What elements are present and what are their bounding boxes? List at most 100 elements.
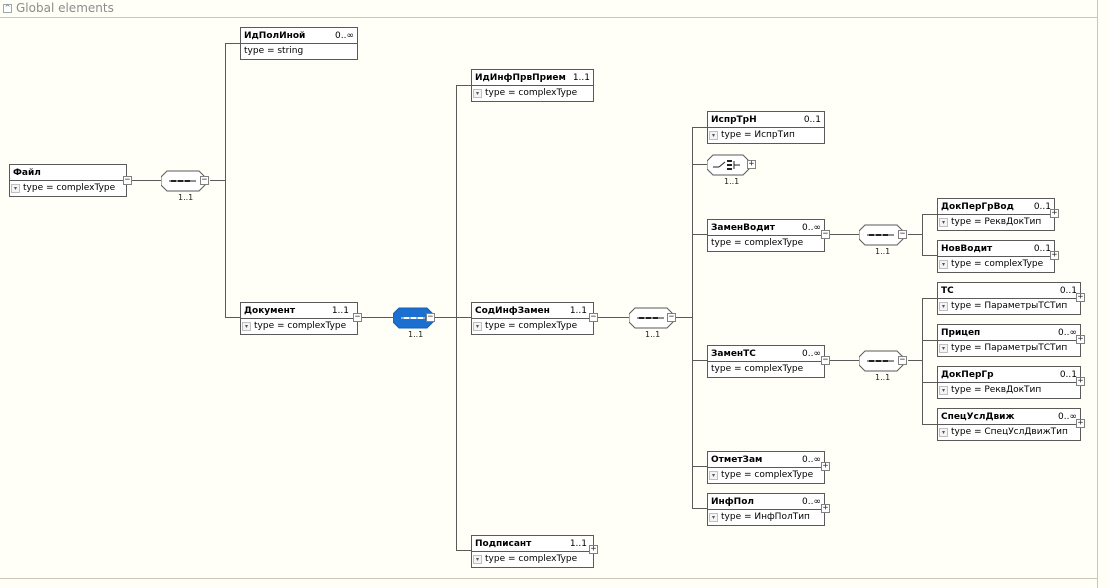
dropdown-icon[interactable]: ▾	[709, 471, 718, 480]
collapse-button-fajl[interactable]: −	[123, 175, 132, 185]
dropdown-icon[interactable]: ▾	[939, 218, 948, 227]
dropdown-icon[interactable]: ▾	[709, 131, 718, 140]
header-divider	[0, 17, 1097, 18]
element-name: ДокПерГрВод	[941, 202, 1014, 212]
element-zaments[interactable]: ЗаменТС 0..∞ type = complexType	[707, 345, 825, 378]
element-type: type = string	[244, 46, 304, 56]
element-fajl[interactable]: Файл ▾type = complexType	[9, 164, 127, 197]
element-type: type = РеквДокТип	[951, 217, 1042, 227]
frame-bottom-border	[0, 578, 1097, 579]
collapse-button-seq-zaments[interactable]: −	[898, 355, 907, 365]
element-name: ИдПолИной	[244, 31, 306, 41]
expand-button-pricep[interactable]: +	[1076, 334, 1085, 344]
dropdown-icon[interactable]: ▾	[473, 322, 482, 331]
expand-button-ts[interactable]: +	[1076, 292, 1085, 302]
element-type: type = ПараметрыТСТип	[951, 301, 1068, 311]
element-name: Прицеп	[941, 328, 981, 338]
element-name: СпецУслДвиж	[941, 412, 1015, 422]
element-name: Документ	[244, 306, 296, 316]
collapse-button-dokument[interactable]: −	[353, 312, 362, 322]
element-name: ИдИнфПрвПрием	[475, 73, 566, 83]
element-name: ИнфПол	[711, 497, 754, 507]
compositor-multiplicity: 1..1	[408, 330, 424, 339]
sequence-compositor-zaments[interactable]	[859, 350, 911, 372]
collapse-button-zamenvodit[interactable]: −	[821, 229, 830, 239]
element-cardinality: 0..∞	[1058, 328, 1077, 338]
element-type: type = complexType	[485, 554, 578, 564]
element-cardinality: 0..∞	[802, 223, 821, 233]
element-cardinality: 0..1	[1059, 286, 1077, 296]
section-title: Global elements	[16, 1, 114, 15]
element-cardinality: 0..∞	[802, 455, 821, 465]
element-name: ДокПерГр	[941, 370, 994, 380]
collapse-icon[interactable]: ^	[3, 3, 12, 13]
expand-button-infpol[interactable]: +	[821, 503, 830, 513]
element-cardinality: 0..∞	[1058, 412, 1077, 422]
element-type: type = СпецУслДвижТип	[951, 427, 1068, 437]
expand-button-dokpergr[interactable]: +	[1076, 376, 1085, 386]
expand-button-podpisant[interactable]: +	[589, 544, 598, 554]
compositor-multiplicity: 1..1	[178, 193, 194, 202]
expand-button-novvodit[interactable]: +	[1050, 250, 1059, 260]
expand-button-otmetzam[interactable]: +	[821, 461, 830, 471]
element-idpolinoy[interactable]: ИдПолИной 0..∞ type = string	[240, 27, 358, 60]
element-idinfprvpriem[interactable]: ИдИнфПрвПрием 1..1 ▾type = complexType	[471, 69, 594, 102]
element-type: type = РеквДокТип	[951, 385, 1042, 395]
sequence-compositor-zamenvodit[interactable]	[859, 224, 911, 246]
dropdown-icon[interactable]: ▾	[939, 428, 948, 437]
dropdown-icon[interactable]: ▾	[939, 302, 948, 311]
collapse-button-seq-sodinf[interactable]: −	[667, 312, 676, 322]
dropdown-icon[interactable]: ▾	[11, 184, 20, 193]
collapse-button-sodinfzamen[interactable]: −	[589, 312, 598, 322]
element-cardinality: 1..1	[572, 73, 590, 83]
collapse-button-zaments[interactable]: −	[821, 355, 830, 365]
element-name: ЗаменВодит	[711, 223, 775, 233]
sequence-compositor-root[interactable]	[161, 170, 213, 192]
element-name: Файл	[13, 168, 41, 178]
dropdown-icon[interactable]: ▾	[242, 322, 251, 331]
section-header[interactable]: ^ Global elements	[0, 0, 1097, 16]
collapse-button-seq-zamenvodit[interactable]: −	[898, 229, 907, 239]
collapse-button-seq-document[interactable]: −	[426, 312, 435, 322]
element-type: type = ПараметрыТСТип	[951, 343, 1068, 353]
element-type: type = complexType	[485, 88, 578, 98]
element-cardinality: 0..∞	[335, 31, 354, 41]
dropdown-icon[interactable]: ▾	[939, 386, 948, 395]
choice-compositor-icon[interactable]	[707, 154, 753, 176]
dropdown-icon[interactable]: ▾	[709, 513, 718, 522]
compositor-multiplicity: 1..1	[645, 330, 661, 339]
element-name: ЗаменТС	[711, 349, 756, 359]
dropdown-icon[interactable]: ▾	[939, 344, 948, 353]
dropdown-icon[interactable]: ▾	[473, 89, 482, 98]
sequence-compositor-document[interactable]	[393, 307, 435, 329]
expand-button-specusldvizh[interactable]: +	[1076, 418, 1085, 428]
element-name: Подписант	[475, 539, 532, 549]
collapse-button-seq-root[interactable]: −	[200, 175, 209, 185]
sequence-compositor-sodinfzamen[interactable]	[629, 307, 681, 329]
dropdown-icon[interactable]: ▾	[939, 260, 948, 269]
element-name: ОтметЗам	[711, 455, 763, 465]
expand-button-choice[interactable]: +	[747, 159, 756, 169]
element-type: type = ИнфПолТип	[721, 512, 810, 522]
element-specusldvizh[interactable]: СпецУслДвиж 0..∞ ▾type = СпецУслДвижТип	[937, 408, 1081, 441]
expand-button-dokpergrvod[interactable]: +	[1050, 208, 1059, 218]
element-name: НовВодит	[941, 244, 993, 254]
dropdown-icon[interactable]: ▾	[473, 555, 482, 564]
element-type: type = complexType	[711, 364, 804, 374]
element-type: type = ИспрТип	[721, 130, 795, 140]
element-pricep[interactable]: Прицеп 0..∞ ▾type = ПараметрыТСТип	[937, 324, 1081, 357]
element-cardinality: 0..∞	[802, 349, 821, 359]
